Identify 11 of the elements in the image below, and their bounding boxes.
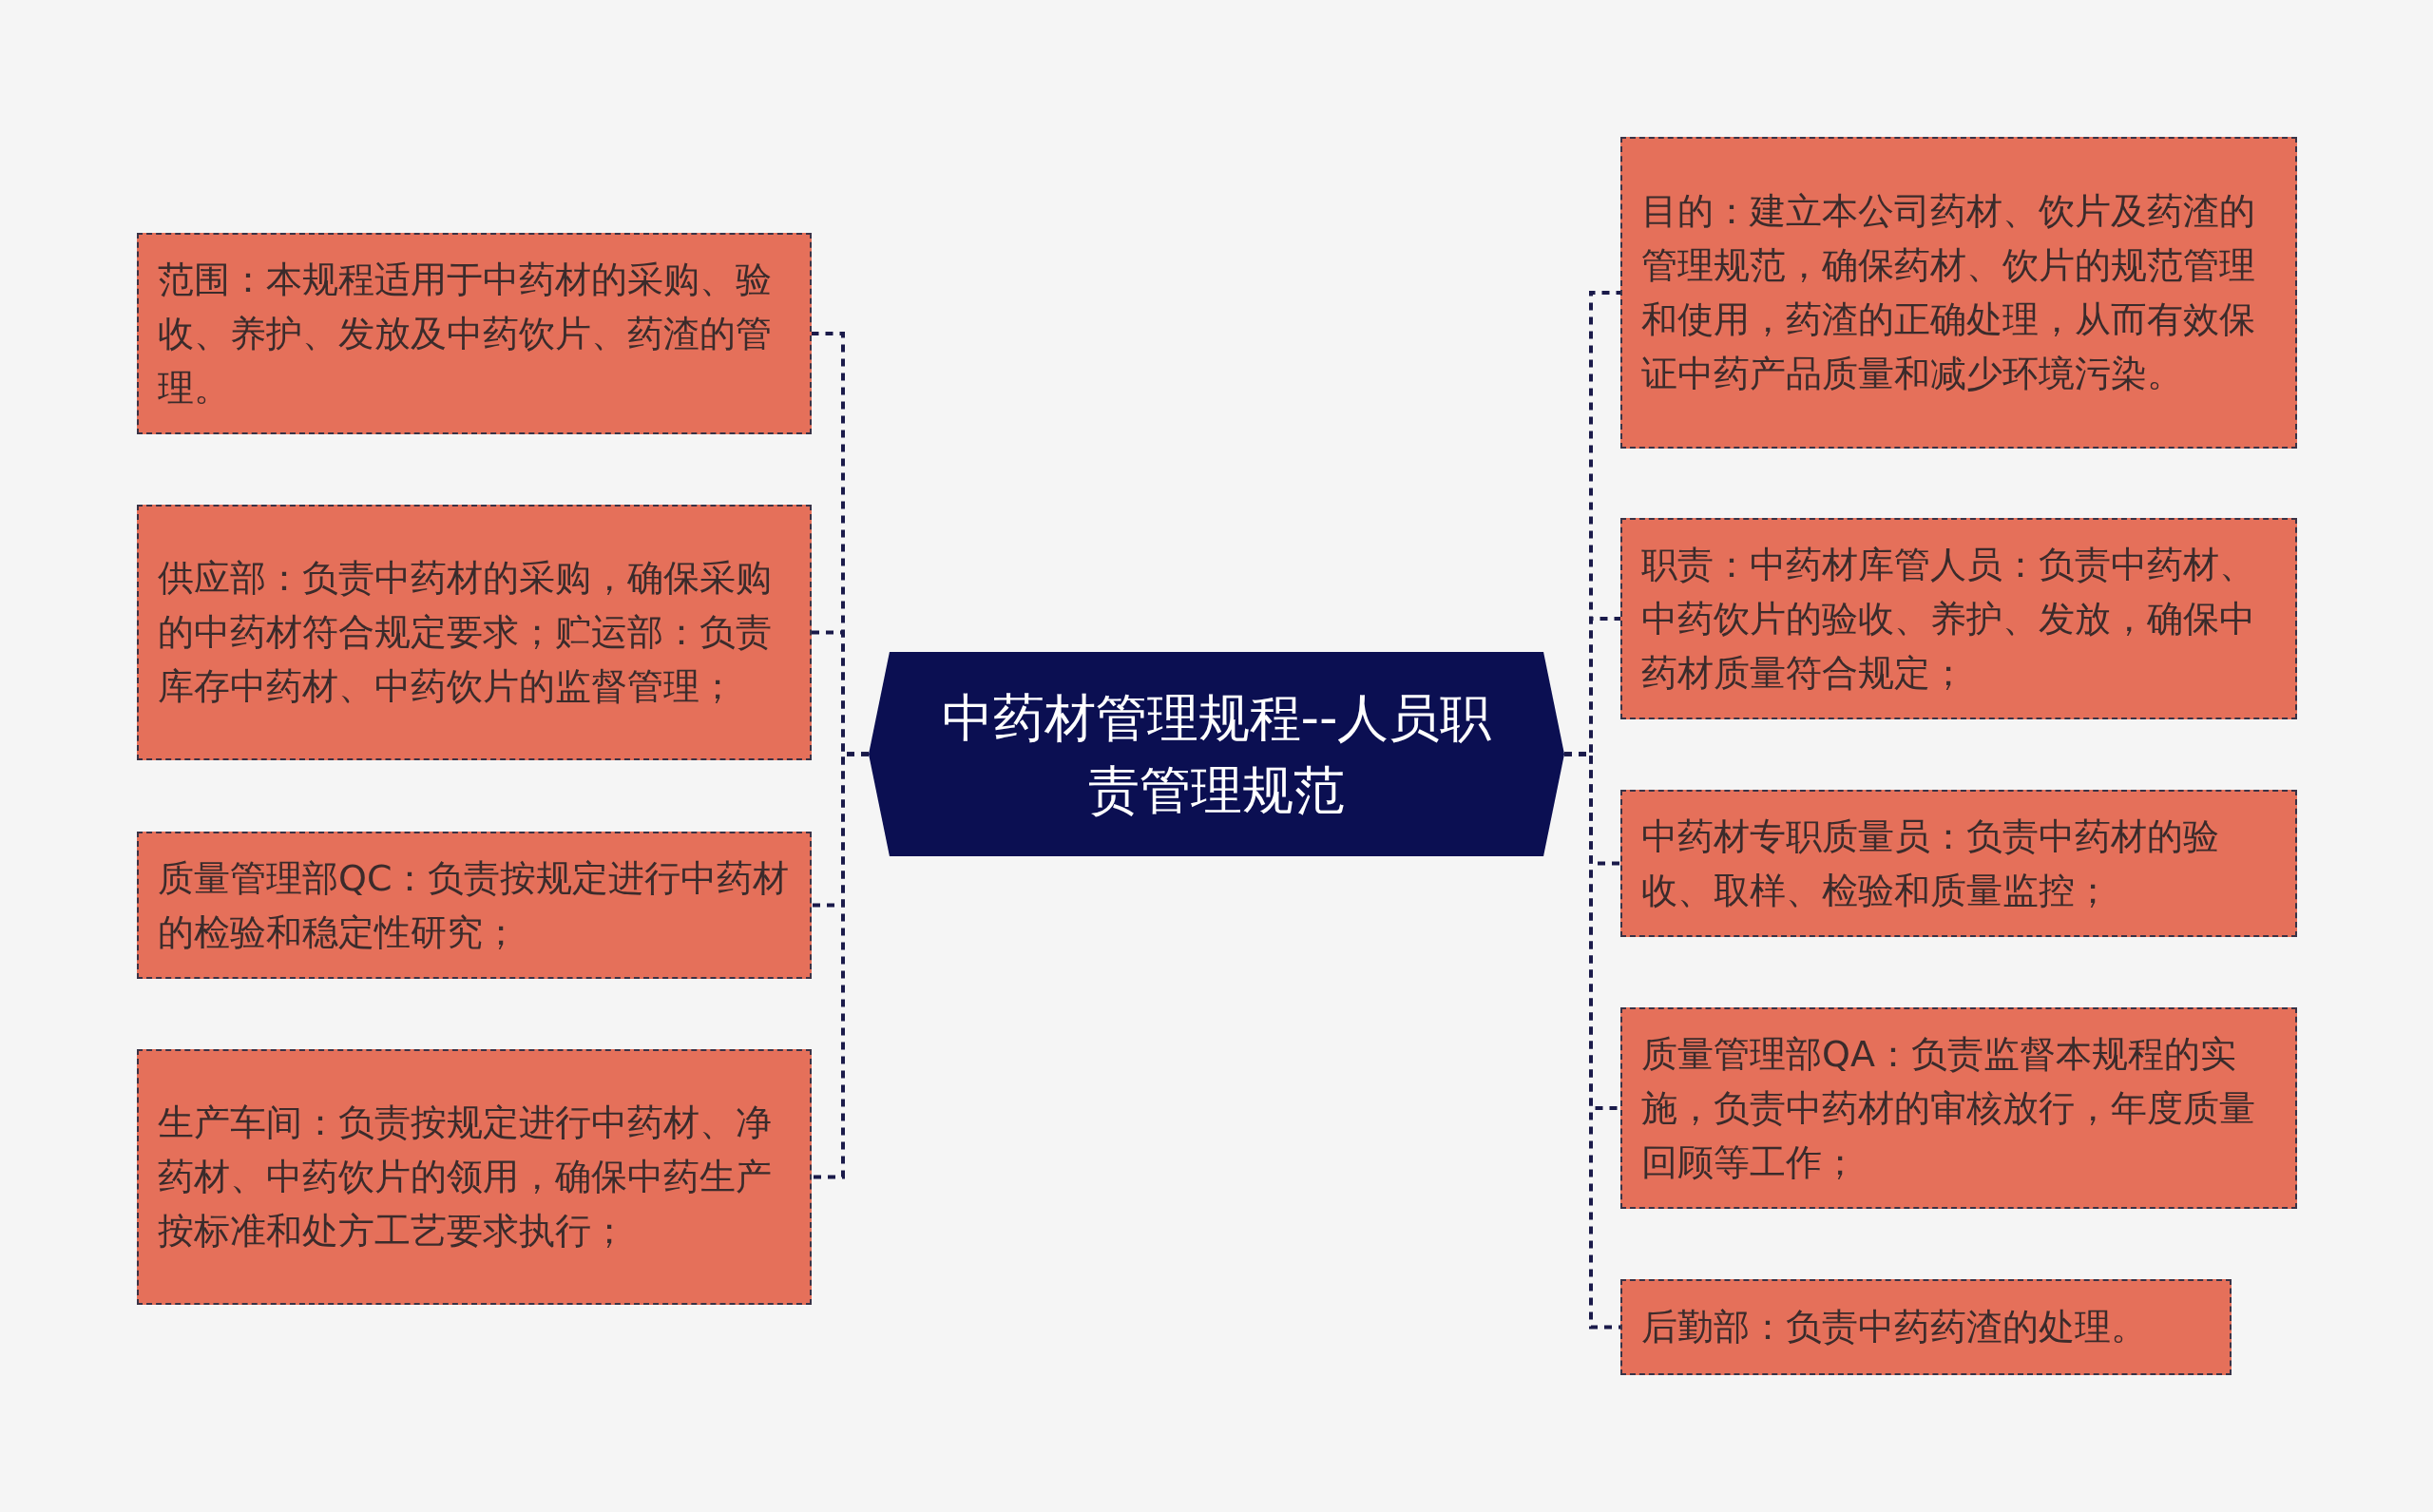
note-box: 质量管理部QA：负责监督本规程的实施，负责中药材的审核放行，年度质量回顾等工作； xyxy=(1620,1007,2297,1209)
note-box: 后勤部：负责中药药渣的处理。 xyxy=(1620,1279,2232,1375)
note-box: 目的：建立本公司药材、饮片及药渣的管理规范，确保药材、饮片的规范管理和使用，药渣的正确处理，从而有效保证中药产品质量和减少环境污染。 xyxy=(1620,137,2297,449)
note-box: 职责：中药材库管人员：负责中药材、中药饮片的验收、养护、发放，确保中药材质量符合规定； xyxy=(1620,518,2297,719)
note-box: 中药材专职质量员：负责中药材的验收、取样、检验和质量监控； xyxy=(1620,790,2297,937)
note-box: 供应部：负责中药材的采购，确保采购的中药材符合规定要求；贮运部：负责库存中药材、中药饮片的监督管理； xyxy=(137,505,812,760)
note-box: 生产车间：负责按规定进行中药材、净药材、中药饮片的领用，确保中药生产按标准和处方工艺要求执行； xyxy=(137,1049,812,1305)
connector-line xyxy=(812,752,869,1179)
note-box: 质量管理部QC：负责按规定进行中药材的检验和稳定性研究； xyxy=(137,832,812,979)
connector-line xyxy=(1564,752,1620,1330)
note-box: 范围：本规程适用于中药材的采购、验收、养护、发放及中药饮片、药渣的管理。 xyxy=(137,233,812,434)
